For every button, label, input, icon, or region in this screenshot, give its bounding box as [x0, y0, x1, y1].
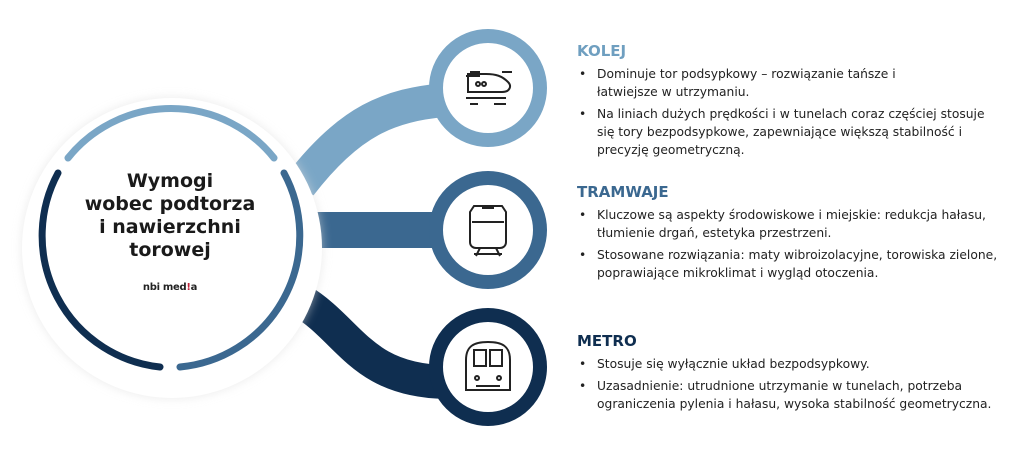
kolej-icon-circle: [429, 29, 547, 147]
title-line: i nawierzchni torowej: [99, 216, 241, 261]
metro-train-icon: [465, 340, 511, 391]
high-speed-train-icon: [466, 71, 512, 105]
bullet: Stosuje się wyłącznie układ bezpodsypkow…: [577, 355, 997, 373]
bullet: Na liniach dużych prędkości i w tunelach…: [577, 105, 987, 159]
section-metro: METRO Stosuje się wyłącznie układ bezpod…: [577, 332, 1017, 417]
arc-metro: [38, 169, 164, 371]
arc-tramwaje: [176, 169, 304, 371]
bullet: Uzasadnienie: utrudnione utrzymanie w tu…: [577, 377, 997, 413]
bullet: Kluczowe są aspekty środowiskowe i miejs…: [577, 206, 1017, 242]
bullet: Dominuje tor podsypkowy – rozwiązanie ta…: [577, 65, 927, 101]
section-kolej: KOLEJ Dominuje tor podsypkowy – rozwiąza…: [577, 42, 1017, 163]
nbi-media-logo: nbi med!a: [142, 282, 198, 293]
section-title: TRAMWAJE: [577, 183, 669, 201]
section-title: METRO: [577, 332, 637, 350]
title-line: wobec podtorza: [84, 193, 256, 215]
connector-kolej: [286, 83, 447, 196]
tram-icon: [469, 205, 507, 257]
section-title: KOLEJ: [577, 42, 627, 60]
connector-metro: [290, 285, 446, 399]
connector-tramwaje: [300, 212, 450, 248]
title-line: Wymogi: [126, 170, 214, 192]
metro-icon-circle: [429, 308, 547, 426]
section-tramwaje: TRAMWAJE Kluczowe są aspekty środowiskow…: [577, 183, 1017, 286]
bullet: Stosowane rozwiązania: maty wibroizolacy…: [577, 246, 1007, 282]
main-circle: [22, 98, 322, 398]
center-title: Wymogi wobec podtorza i nawierzchni toro…: [60, 170, 280, 262]
arc-kolej: [64, 105, 278, 162]
tramwaje-icon-circle: [429, 171, 547, 289]
